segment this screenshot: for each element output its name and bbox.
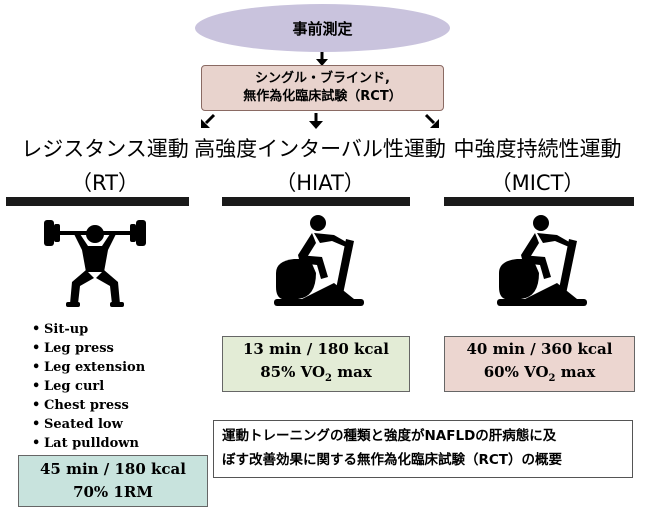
- caption-line2: ぼす改善効果に関する無作為化臨床試験（RCT）の概要: [222, 452, 563, 468]
- hiat-dose-line2: 85% VO2 max: [260, 363, 372, 384]
- list-item: Sit-up: [32, 320, 145, 339]
- mict-abbr: （MICT）: [490, 171, 585, 195]
- list-item: Chest press: [32, 396, 145, 415]
- list-item: Leg extension: [32, 358, 145, 377]
- exercise-bike-icon: [274, 215, 364, 306]
- pre-measurement-node: 事前測定: [195, 4, 450, 52]
- mict-divider: [444, 197, 634, 206]
- exercise-bike-icon: [497, 215, 587, 306]
- mict-title: 中強度持続性運動 （MICT）: [430, 135, 645, 197]
- list-item: Leg curl: [32, 377, 145, 396]
- rct-line1: シングル・ブラインド,: [255, 71, 390, 86]
- rt-dose-line2: 70% 1RM: [73, 483, 153, 501]
- rt-title: レジスタンス運動 （RT）: [5, 135, 205, 197]
- hiat-dose-box: 13 min / 180 kcal 85% VO2 max: [222, 336, 410, 392]
- caption-line1: 運動トレーニングの種類と強度がNAFLDの肝病態に及: [222, 428, 557, 444]
- hiat-title-text: 高強度インターバル性運動: [194, 137, 446, 161]
- rt-abbr: （RT）: [71, 171, 139, 195]
- hiat-title: 高強度インターバル性運動 （HIAT）: [190, 135, 450, 197]
- rt-divider: [6, 197, 189, 206]
- arrow-right-down-icon: [424, 113, 439, 128]
- hiat-abbr: （HIAT）: [275, 171, 365, 195]
- pre-measurement-label: 事前測定: [292, 19, 353, 38]
- arrow-left-down-icon: [201, 113, 216, 128]
- weightlifter-icon: [44, 220, 146, 307]
- rt-dose-box: 45 min / 180 kcal 70% 1RM: [18, 455, 208, 507]
- hiat-dose-line1: 13 min / 180 kcal: [243, 340, 389, 358]
- figure-caption: 運動トレーニングの種類と強度がNAFLDの肝病態に及 ぼす改善効果に関する無作為…: [213, 420, 633, 478]
- arrow-down-icon: [316, 52, 328, 66]
- mict-dose-line1: 40 min / 360 kcal: [466, 340, 613, 358]
- arrow-center-down-icon: [309, 113, 323, 129]
- list-item: Seated low: [32, 415, 145, 434]
- list-item: Lat pulldown: [32, 434, 145, 453]
- rt-dose-line1: 45 min / 180 kcal: [40, 460, 186, 478]
- mict-dose-box: 40 min / 360 kcal 60% VO2 max: [444, 336, 635, 392]
- hiat-divider: [222, 197, 410, 206]
- rt-title-text: レジスタンス運動: [21, 137, 189, 161]
- rct-line2: 無作為化臨床試験（RCT）: [243, 89, 402, 104]
- rt-exercise-list: Sit-up Leg press Leg extension Leg curl …: [32, 320, 145, 453]
- mict-title-text: 中強度持続性運動: [453, 137, 622, 161]
- mict-dose-line2: 60% VO2 max: [483, 363, 596, 384]
- rct-node: シングル・ブラインド, 無作為化臨床試験（RCT）: [201, 65, 444, 111]
- list-item: Leg press: [32, 339, 145, 358]
